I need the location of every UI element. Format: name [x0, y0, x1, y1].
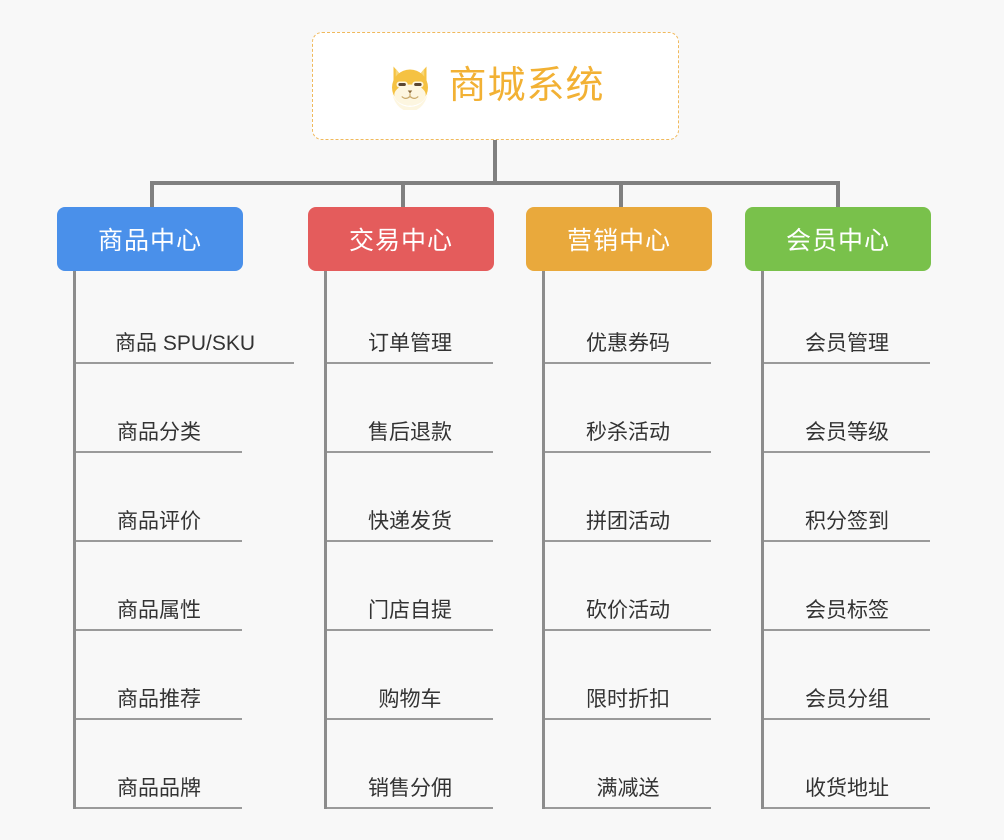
leaf-item[interactable]: 门店自提 — [327, 542, 493, 631]
connector-drop-member-center — [836, 181, 840, 207]
leaf-list-marketing-center: 优惠券码 秒杀活动 拼团活动 砍价活动 限时折扣 满减送 — [542, 271, 776, 809]
leaf-item[interactable]: 商品推荐 — [76, 631, 242, 720]
leaf-label: 购物车 — [378, 687, 442, 711]
category-label: 交易中心 — [348, 227, 453, 255]
category-card-member-center[interactable]: 会员中心 — [745, 207, 931, 271]
leaf-label: 订单管理 — [368, 331, 452, 355]
branch-member-center: 会员中心 会员管理 会员等级 积分签到 会员标签 会员分组 收货地址 — [745, 207, 995, 809]
leaf-item[interactable]: 会员管理 — [764, 275, 930, 364]
root-title: 商城系统 — [448, 65, 605, 107]
leaf-item[interactable]: 商品品牌 — [76, 720, 242, 809]
leaf-item[interactable]: 商品 SPU/SKU — [76, 275, 294, 364]
leaf-item[interactable]: 商品分类 — [76, 364, 242, 453]
leaf-label: 满减送 — [596, 776, 660, 800]
leaf-item[interactable]: 优惠券码 — [545, 275, 711, 364]
leaf-label: 售后退款 — [368, 420, 452, 444]
leaf-list-member-center: 会员管理 会员等级 积分签到 会员标签 会员分组 收货地址 — [761, 271, 995, 809]
leaf-label: 门店自提 — [368, 598, 452, 622]
leaf-label: 拼团活动 — [586, 509, 670, 533]
leaf-item[interactable]: 会员分组 — [764, 631, 930, 720]
category-label: 会员中心 — [785, 227, 890, 255]
category-card-marketing-center[interactable]: 营销中心 — [526, 207, 712, 271]
leaf-item[interactable]: 拼团活动 — [545, 453, 711, 542]
leaf-label: 会员等级 — [805, 420, 889, 444]
leaf-item[interactable]: 会员等级 — [764, 364, 930, 453]
leaf-item[interactable]: 秒杀活动 — [545, 364, 711, 453]
leaf-label: 会员管理 — [805, 331, 889, 355]
branch-trade-center: 交易中心 订单管理 售后退款 快递发货 门店自提 购物车 销售分佣 — [308, 207, 558, 809]
leaf-label: 商品 SPU/SKU — [114, 331, 256, 355]
shiba-inu-icon — [392, 66, 429, 110]
leaf-item[interactable]: 收货地址 — [764, 720, 930, 809]
leaf-item[interactable]: 满减送 — [545, 720, 711, 809]
leaf-item[interactable]: 销售分佣 — [327, 720, 493, 809]
leaf-label: 商品推荐 — [117, 687, 201, 711]
leaf-item[interactable]: 商品评价 — [76, 453, 242, 542]
category-card-trade-center[interactable]: 交易中心 — [308, 207, 494, 271]
connector-root-vertical — [493, 140, 497, 184]
leaf-item[interactable]: 快递发货 — [327, 453, 493, 542]
leaf-item[interactable]: 订单管理 — [327, 275, 493, 364]
leaf-label: 砍价活动 — [586, 598, 670, 622]
leaf-item[interactable]: 积分签到 — [764, 453, 930, 542]
leaf-item[interactable]: 限时折扣 — [545, 631, 711, 720]
leaf-label: 积分签到 — [805, 509, 889, 533]
leaf-label: 秒杀活动 — [586, 420, 670, 444]
leaf-list-trade-center: 订单管理 售后退款 快递发货 门店自提 购物车 销售分佣 — [324, 271, 558, 809]
root-node[interactable]: 商城系统 — [312, 32, 679, 140]
branch-marketing-center: 营销中心 优惠券码 秒杀活动 拼团活动 砍价活动 限时折扣 满减送 — [526, 207, 776, 809]
category-label: 商品中心 — [97, 227, 202, 255]
leaf-item[interactable]: 商品属性 — [76, 542, 242, 631]
leaf-label: 商品属性 — [117, 598, 201, 622]
leaf-item[interactable]: 砍价活动 — [545, 542, 711, 631]
leaf-label: 会员标签 — [805, 598, 889, 622]
leaf-item[interactable]: 购物车 — [327, 631, 493, 720]
leaf-label: 会员分组 — [805, 687, 889, 711]
leaf-label: 快递发货 — [368, 509, 452, 533]
branch-product-center: 商品中心 商品 SPU/SKU 商品分类 商品评价 商品属性 商品推荐 商品品牌 — [57, 207, 317, 809]
leaf-label: 优惠券码 — [586, 331, 670, 355]
connector-drop-product-center — [150, 181, 154, 207]
connector-horizontal-bus — [150, 181, 840, 185]
leaf-label: 商品评价 — [117, 509, 201, 533]
leaf-label: 商品分类 — [117, 420, 201, 444]
category-label: 营销中心 — [566, 227, 671, 255]
leaf-item[interactable]: 售后退款 — [327, 364, 493, 453]
leaf-label: 商品品牌 — [117, 776, 201, 800]
leaf-label: 收货地址 — [805, 776, 889, 800]
leaf-label: 销售分佣 — [368, 776, 452, 800]
leaf-label: 限时折扣 — [586, 687, 670, 711]
category-card-product-center[interactable]: 商品中心 — [57, 207, 243, 271]
leaf-item[interactable]: 会员标签 — [764, 542, 930, 631]
connector-drop-trade-center — [401, 181, 405, 207]
connector-drop-marketing-center — [619, 181, 623, 207]
leaf-list-product-center: 商品 SPU/SKU 商品分类 商品评价 商品属性 商品推荐 商品品牌 — [73, 271, 317, 809]
